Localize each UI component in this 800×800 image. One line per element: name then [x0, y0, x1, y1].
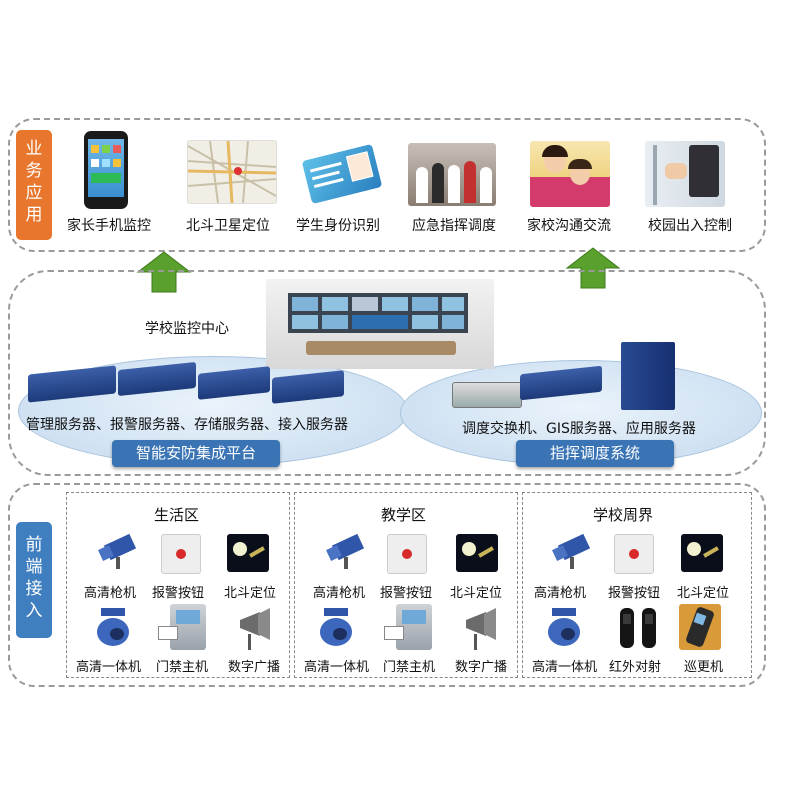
device-label: 北斗定位	[677, 586, 730, 601]
zone-box-perimeter	[522, 492, 752, 678]
business-layer-box	[8, 118, 766, 252]
dome-camera-icon	[320, 608, 352, 646]
up-arrow-icon	[136, 251, 192, 293]
device-label: 高清枪机	[313, 586, 366, 601]
device-label: 北斗定位	[224, 586, 277, 601]
app-label: 校园出入控制	[648, 218, 732, 234]
dome-camera-icon	[548, 608, 580, 646]
tab-char: 业	[25, 139, 43, 159]
frontend-layer-tab: 前 端 接 入	[16, 522, 52, 638]
patrol-device-icon	[679, 604, 721, 650]
satellite-icon	[681, 534, 723, 572]
platform-layer-box	[8, 270, 766, 476]
bullet-camera-icon	[552, 533, 590, 569]
app-label: 学生身份识别	[296, 218, 380, 234]
business-layer-tab: 业 务 应 用	[16, 130, 52, 240]
frontend-layer-box	[8, 483, 766, 687]
monitoring-room-image	[266, 279, 494, 369]
tab-char: 务	[25, 161, 43, 181]
device-label: 数字广播	[455, 660, 508, 675]
tab-char: 入	[25, 601, 43, 621]
device-label: 高清枪机	[534, 586, 587, 601]
map-icon	[187, 140, 277, 204]
bullet-camera-icon	[98, 533, 136, 569]
family-photo-icon	[530, 141, 610, 207]
device-label: 门禁主机	[156, 660, 209, 675]
zone-title: 学校周界	[593, 506, 654, 524]
monitoring-center-label: 学校监控中心	[145, 321, 229, 337]
door-access-icon	[645, 141, 725, 207]
zone-box-teaching	[294, 492, 518, 678]
up-arrow-icon	[565, 247, 621, 289]
device-label: 北斗定位	[450, 586, 503, 601]
bullet-camera-icon	[326, 533, 364, 569]
dispatch-servers-label: 调度交换机、GIS服务器、应用服务器	[462, 421, 696, 437]
tab-char: 前	[25, 535, 43, 555]
device-label: 报警按钮	[152, 586, 205, 601]
speaker-icon	[240, 608, 270, 650]
integration-platform-title: 智能安防集成平台	[112, 440, 280, 467]
device-label: 高清一体机	[304, 660, 370, 675]
app-label: 北斗卫星定位	[186, 218, 270, 234]
switch-icon	[452, 382, 522, 408]
smartphone-icon	[84, 131, 128, 209]
app-label: 应急指挥调度	[412, 218, 496, 234]
app-label: 家校沟通交流	[527, 218, 611, 234]
zone-title: 生活区	[154, 506, 200, 524]
satellite-icon	[456, 534, 498, 572]
tab-char: 接	[25, 579, 43, 599]
map-lines	[188, 141, 276, 203]
zone-box-living	[66, 492, 290, 678]
device-label: 红外对射	[609, 660, 662, 675]
tower-server-icon	[621, 342, 675, 410]
infrared-beam-icon	[620, 608, 656, 648]
app-label: 家长手机监控	[67, 218, 151, 234]
dispatch-system-title: 指挥调度系统	[516, 440, 674, 467]
speaker-icon	[466, 608, 496, 650]
platform-servers-label: 管理服务器、报警服务器、存储服务器、接入服务器	[26, 417, 348, 433]
alarm-button-icon	[387, 534, 427, 574]
device-label: 高清一体机	[532, 660, 598, 675]
device-label: 高清一体机	[76, 660, 142, 675]
device-label: 巡更机	[684, 660, 724, 675]
crowd-photo-icon	[408, 143, 496, 206]
device-label: 数字广播	[228, 660, 281, 675]
dome-camera-icon	[97, 608, 129, 646]
device-label: 报警按钮	[608, 586, 661, 601]
tab-char: 应	[25, 183, 43, 203]
tab-char: 用	[25, 205, 43, 225]
access-terminal-icon	[384, 604, 432, 650]
tab-char: 端	[25, 557, 43, 577]
satellite-icon	[227, 534, 269, 572]
device-label: 门禁主机	[383, 660, 436, 675]
device-label: 报警按钮	[380, 586, 433, 601]
zone-title: 教学区	[381, 506, 427, 524]
device-label: 高清枪机	[84, 586, 137, 601]
access-terminal-icon	[158, 604, 206, 650]
alarm-button-icon	[614, 534, 654, 574]
alarm-button-icon	[161, 534, 201, 574]
